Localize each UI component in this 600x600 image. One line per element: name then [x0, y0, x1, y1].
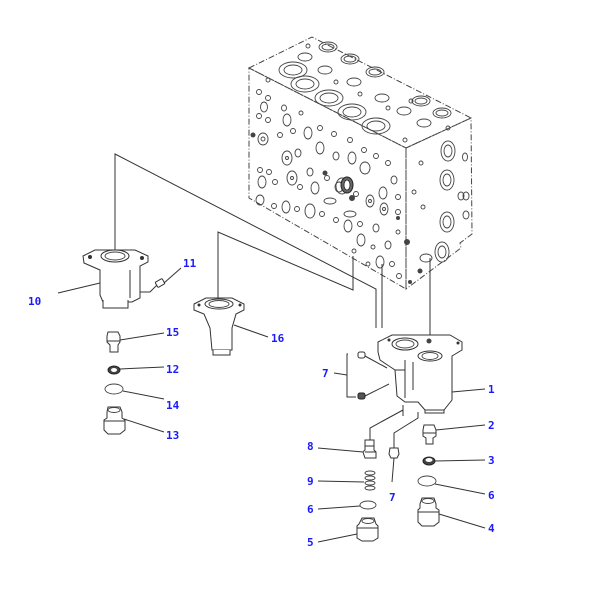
- callout-15: 15: [166, 326, 180, 339]
- part-6-right: [417, 475, 437, 487]
- part-10: [82, 249, 166, 309]
- part-14: [104, 383, 124, 395]
- part-6-left: [359, 500, 377, 510]
- part-16: [193, 297, 245, 356]
- part-3: [422, 456, 436, 466]
- callout-10: 10: [28, 295, 42, 308]
- connector-lines: [114, 153, 431, 342]
- callout-12: 12: [166, 363, 180, 376]
- leader-lines: [57, 267, 486, 543]
- part-4: [417, 497, 440, 527]
- part-12: [107, 365, 121, 375]
- callout-13: 13: [166, 429, 180, 442]
- valve-block: [247, 36, 473, 290]
- part-13: [103, 406, 126, 435]
- part-5: [356, 517, 379, 542]
- callout-16: 16: [271, 332, 285, 345]
- callout-1: 1: [488, 383, 495, 396]
- part-1: [377, 334, 463, 414]
- callout-8: 8: [307, 440, 314, 453]
- part-2: [422, 424, 437, 445]
- part-7-upper: [346, 351, 390, 400]
- callout-6-right: 6: [488, 489, 495, 502]
- callout-6-left: 6: [307, 503, 314, 516]
- callout-11: 11: [183, 257, 197, 270]
- part-9: [364, 470, 376, 491]
- callout-4: 4: [488, 522, 495, 535]
- callout-5: 5: [307, 536, 314, 549]
- part-7-lower: [388, 447, 400, 483]
- callout-7-upper: 7: [322, 367, 329, 380]
- callout-14: 14: [166, 399, 180, 412]
- callout-9: 9: [307, 475, 314, 488]
- part-8: [362, 439, 377, 459]
- callout-7-lower: 7: [389, 491, 396, 504]
- part-15: [106, 331, 121, 353]
- callout-3: 3: [488, 454, 495, 467]
- callout-2: 2: [488, 419, 495, 432]
